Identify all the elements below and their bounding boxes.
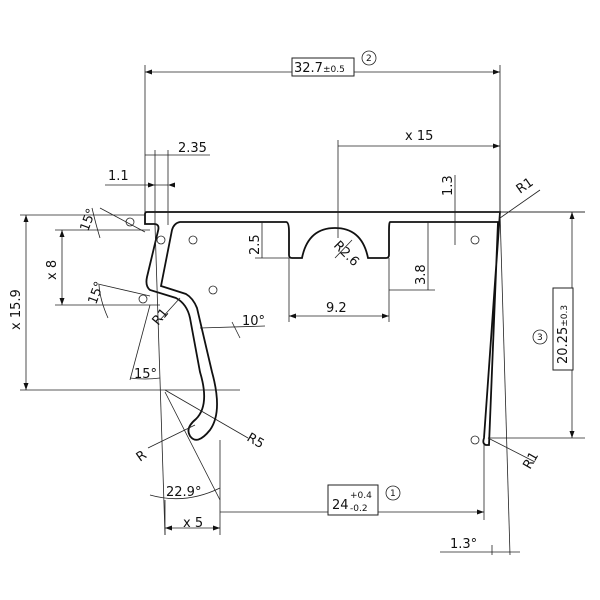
hole-marker xyxy=(208,285,218,295)
hole-marker xyxy=(188,235,198,245)
dim-1-3: 1.3 xyxy=(441,175,456,196)
dim-r1-left: R1 xyxy=(150,306,173,329)
dim-1-1: 1.1 xyxy=(108,169,129,184)
dim-r1-top: R1 xyxy=(514,175,537,197)
dim-x15-9: x 15.9 xyxy=(9,289,24,330)
width-ref-circle xyxy=(361,50,377,66)
dim-depth-tol-upper: +0.4 xyxy=(350,491,372,501)
dim-r: R xyxy=(134,448,150,465)
height-box xyxy=(552,287,574,371)
dim-angle-10: 10° xyxy=(242,314,265,329)
dim-2-35: 2.35 xyxy=(178,141,207,156)
dim-angle-15-c: 15° xyxy=(134,367,157,382)
dim-r1-bottom: R1 xyxy=(520,450,542,472)
dim-height-ref: 3 xyxy=(537,333,543,343)
dim-offset-15: x 15 xyxy=(405,129,433,144)
hole-marker xyxy=(156,235,166,245)
dim-angle-15-b: 15° xyxy=(86,280,108,307)
hole-marker xyxy=(138,294,148,304)
hole-marker xyxy=(125,217,135,227)
height-ref-circle xyxy=(532,329,548,345)
dim-depth-base: 24 xyxy=(332,498,349,513)
dim-depth-tol-lower: -0.2 xyxy=(350,504,368,514)
dim-x8: x 8 xyxy=(45,260,60,280)
dim-depth-ref: 1 xyxy=(390,489,396,499)
dim-3-8: 3.8 xyxy=(414,264,429,285)
dim-angle-15-a: 15° xyxy=(78,207,100,234)
dim-r5: R5 xyxy=(244,430,266,452)
dim-width-ref: 2 xyxy=(366,54,372,64)
depth-box xyxy=(327,484,379,516)
dim-9-2: 9.2 xyxy=(326,301,347,316)
dim-width-total: 32.7±0.5 xyxy=(294,61,345,76)
dim-2-5: 2.5 xyxy=(248,234,263,255)
dim-height-main: 20.25±0.3 xyxy=(556,305,571,364)
dim-angle-1-3: 1.3° xyxy=(450,537,477,552)
hole-marker xyxy=(470,235,480,245)
dim-x5: x 5 xyxy=(183,516,203,531)
profile-outline xyxy=(144,211,501,446)
hole-marker xyxy=(470,435,480,445)
width-box xyxy=(291,57,355,77)
dim-angle-22-9: 22.9° xyxy=(166,485,201,500)
depth-ref-circle xyxy=(385,485,401,501)
dim-r2-6: R2.6 xyxy=(330,238,362,270)
